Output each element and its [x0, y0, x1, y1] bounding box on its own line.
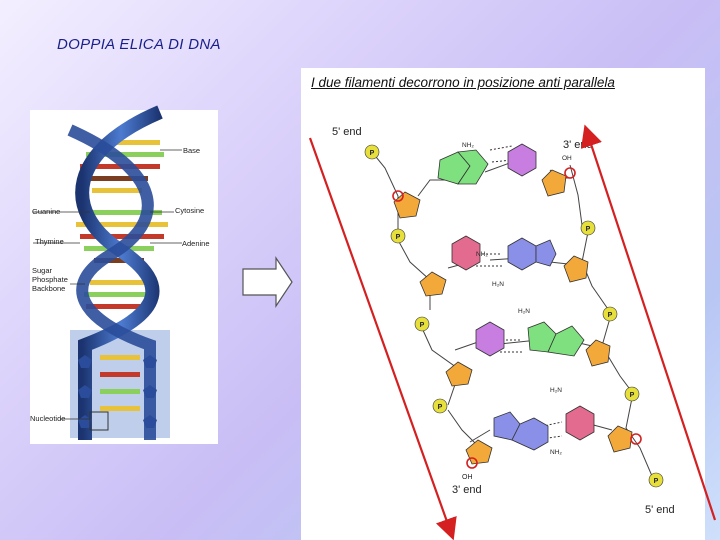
- label-3-prime-top: 3' end: [563, 139, 593, 151]
- svg-text:P: P: [396, 234, 401, 241]
- helix-group: [33, 105, 182, 440]
- guanine-ring-2: [457, 149, 489, 185]
- guanine-ring-4: [547, 325, 585, 357]
- cytosine-ring-2: [565, 405, 595, 441]
- svg-text:P: P: [370, 150, 375, 157]
- adenine-ring-2: [535, 239, 557, 267]
- label-5-prime-bottom: 5' end: [645, 504, 675, 516]
- phosphate-labels: P P P P P P P P: [370, 150, 659, 485]
- cytosine-ring: [451, 235, 481, 271]
- label-nucleotide: Nucleotide: [30, 414, 65, 423]
- thymine-ring: [507, 143, 537, 177]
- label-nh2-1: NH₂: [462, 142, 474, 149]
- adenine-ring-4: [511, 417, 549, 451]
- strand-connectors: [371, 151, 653, 477]
- lower-base-pairs: [100, 355, 140, 411]
- right-arrow-icon: [242, 256, 293, 308]
- label-guanine: Guanine: [32, 207, 60, 216]
- label-3-prime-bottom: 3' end: [452, 484, 482, 496]
- label-h2n-3: H₂N: [550, 387, 562, 394]
- label-sugar: Sugar: [32, 266, 53, 275]
- label-base: Base: [183, 146, 200, 155]
- label-h2n-1: H₂N: [492, 281, 504, 288]
- slide-subtitle: I due filamenti decorrono in posizione a…: [311, 75, 615, 90]
- label-cytosine: Cytosine: [175, 206, 204, 215]
- svg-text:P: P: [630, 392, 635, 399]
- slide-title: DOPPIA ELICA DI DNA: [57, 36, 221, 53]
- label-oh-top: OH: [562, 155, 572, 162]
- oxygen-markers: [392, 167, 642, 469]
- phosphates: [364, 144, 664, 488]
- label-nh2-2: NH₂: [476, 251, 488, 258]
- label-adenine: Adenine: [182, 239, 210, 248]
- label-h2n-2: H₂N: [518, 308, 530, 315]
- svg-text:P: P: [438, 404, 443, 411]
- backbone-strand-2: [67, 124, 156, 440]
- sugar-pentagons: [78, 355, 157, 428]
- svg-text:P: P: [420, 322, 425, 329]
- thymine-ring-2: [475, 321, 505, 357]
- svg-text:P: P: [608, 312, 613, 319]
- svg-text:P: P: [586, 226, 591, 233]
- label-lines: [33, 149, 182, 420]
- label-5-prime-top: 5' end: [332, 126, 362, 138]
- svg-text:P: P: [654, 478, 659, 485]
- label-thymine: Thymine: [35, 237, 64, 246]
- label-phosphate: Phosphate: [32, 275, 68, 284]
- label-backbone: Backbone: [32, 284, 65, 293]
- label-oh-bottom: OH: [462, 474, 473, 481]
- strand-direction-arrow-up: [580, 124, 717, 521]
- label-nh2-3: NH₂: [550, 449, 562, 456]
- nucleotide-box: [89, 411, 109, 431]
- strand-direction-arrow-down: [308, 137, 457, 540]
- adenine-ring-1: [507, 237, 537, 271]
- sugars: [393, 169, 633, 465]
